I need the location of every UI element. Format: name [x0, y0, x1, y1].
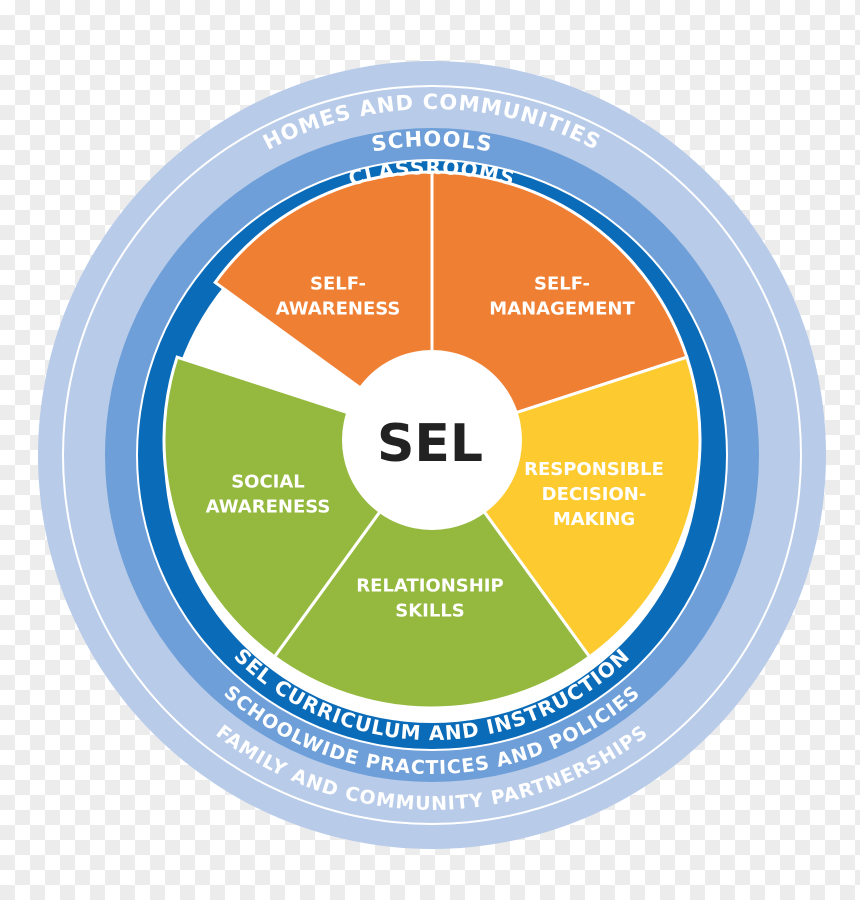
responsible-decision-making-label-line: MAKING [553, 509, 635, 530]
self-management-label-line: SELF- [534, 274, 590, 295]
social-awareness-label-line: AWARENESS [206, 497, 331, 518]
center-label: SEL [377, 414, 483, 474]
responsible-decision-making-label-line: RESPONSIBLE [524, 459, 664, 480]
self-management-label: SELF- MANAGEMENT [489, 274, 635, 320]
relationship-skills-wedge [272, 437, 592, 710]
responsible-decision-making-label-line: DECISION- [542, 484, 647, 505]
relationship-skills-label: RELATIONSHIP SKILLS [356, 576, 503, 622]
relationship-skills-label-line: RELATIONSHIP [356, 576, 503, 597]
self-awareness-label-line: AWARENESS [276, 299, 401, 320]
social-awareness-label: SOCIAL AWARENESS [206, 472, 331, 518]
relationship-skills-label-line: SKILLS [395, 601, 465, 622]
social-awareness-label-line: SOCIAL [231, 472, 305, 493]
self-awareness-label: SELF- AWARENESS [276, 274, 401, 320]
self-management-wedge [430, 170, 689, 443]
responsible-decision-making-label: RESPONSIBLE DECISION- MAKING [524, 459, 664, 530]
self-awareness-label-line: SELF- [310, 274, 366, 295]
center-circle [342, 350, 522, 530]
self-management-label-line: MANAGEMENT [489, 299, 635, 320]
